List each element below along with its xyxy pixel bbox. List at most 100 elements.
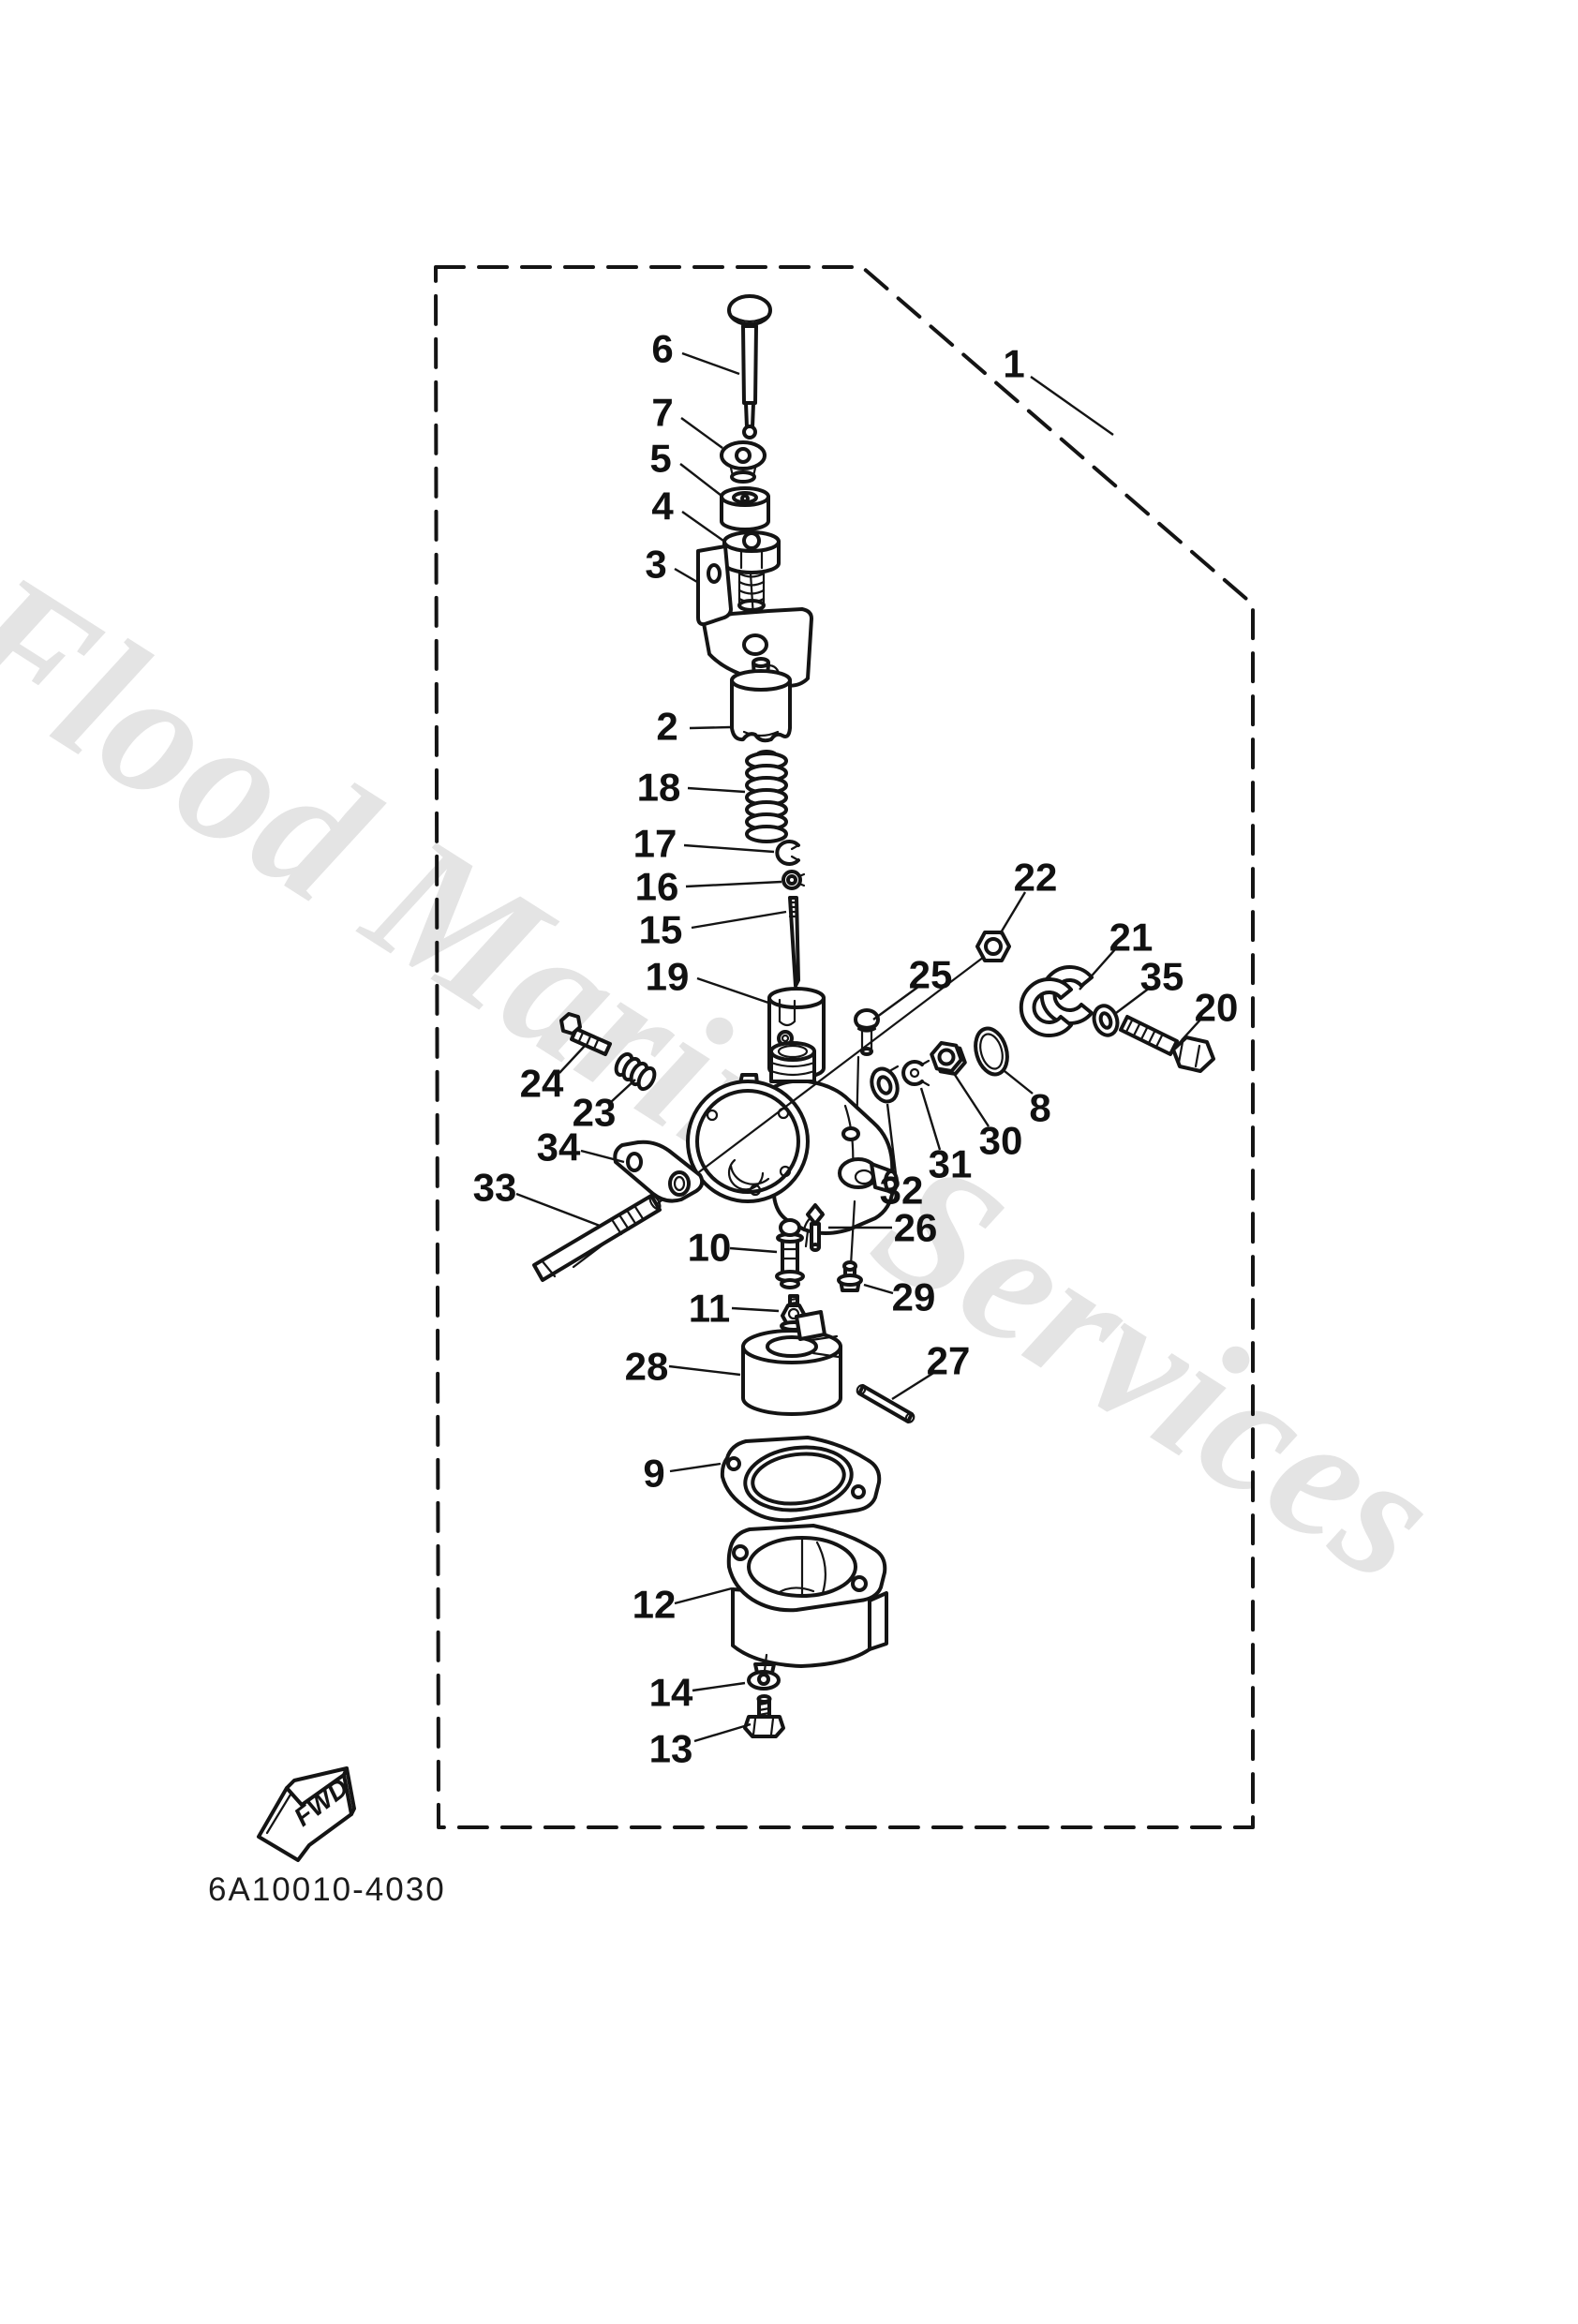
callout-number-10: 10 bbox=[688, 1226, 732, 1270]
callout-leader-22 bbox=[998, 891, 1027, 935]
callout-number-12: 12 bbox=[633, 1583, 677, 1627]
callout-number-15: 15 bbox=[639, 908, 683, 952]
callout-number-29: 29 bbox=[892, 1275, 936, 1319]
part-6-starter-rod bbox=[727, 294, 772, 439]
callout-number-14: 14 bbox=[649, 1671, 693, 1715]
callout-leader-5 bbox=[679, 463, 722, 497]
part-20-bolt bbox=[1119, 1015, 1215, 1073]
callout-number-22: 22 bbox=[1014, 856, 1058, 900]
callout-number-2: 2 bbox=[656, 705, 677, 749]
callout-number-11: 11 bbox=[689, 1287, 730, 1331]
part-9-gasket bbox=[720, 1436, 882, 1523]
callout-leader-9 bbox=[669, 1462, 722, 1473]
callout-leader-32 bbox=[886, 1103, 898, 1175]
fwd-arrow: FWD bbox=[257, 1766, 356, 1862]
part-24-bolt bbox=[559, 1012, 612, 1056]
callout-number-27: 27 bbox=[927, 1339, 971, 1383]
callout-leader-28 bbox=[668, 1364, 741, 1377]
callout-number-18: 18 bbox=[637, 766, 681, 810]
callout-leader-13 bbox=[693, 1722, 752, 1743]
callout-number-33: 33 bbox=[473, 1166, 517, 1210]
part-15-jet-needle bbox=[788, 896, 800, 988]
callout-leader-2 bbox=[689, 725, 731, 730]
part-18-spring bbox=[745, 750, 788, 843]
part-2-plunger-cap bbox=[730, 657, 792, 743]
part-body-carburetor bbox=[686, 1041, 899, 1248]
part-29-plug bbox=[837, 1260, 863, 1292]
part-16-e-clip bbox=[782, 870, 806, 890]
callout-number-17: 17 bbox=[633, 822, 677, 866]
part-23-spring bbox=[614, 1051, 657, 1092]
part-21-clamp bbox=[1019, 965, 1094, 1037]
callout-number-8: 8 bbox=[1029, 1086, 1050, 1130]
callout-leader-19 bbox=[696, 976, 769, 1005]
callout-number-32: 32 bbox=[880, 1169, 924, 1213]
part-8-seal-ring bbox=[974, 1026, 1009, 1077]
callout-number-19: 19 bbox=[646, 955, 690, 999]
callout-leader-10 bbox=[729, 1246, 778, 1254]
callout-leader-20 bbox=[1181, 1017, 1203, 1041]
callout-leader-23 bbox=[610, 1079, 636, 1103]
callout-leader-34 bbox=[580, 1149, 625, 1164]
callout-number-21: 21 bbox=[1109, 916, 1154, 960]
callout-leader-1 bbox=[1030, 376, 1114, 436]
callout-leader-35 bbox=[1115, 987, 1151, 1014]
callout-leader-8 bbox=[1004, 1070, 1034, 1095]
part-3-bracket bbox=[696, 544, 813, 688]
callout-leader-33 bbox=[515, 1192, 601, 1228]
part-27-float-pin bbox=[856, 1384, 916, 1423]
part-22-nut bbox=[975, 931, 1011, 962]
callout-leader-30 bbox=[953, 1074, 990, 1127]
callout-number-35: 35 bbox=[1140, 955, 1184, 999]
callout-layer: 1234567891011121314151617181920212223242… bbox=[473, 327, 1239, 1771]
callout-number-6: 6 bbox=[651, 327, 673, 371]
callout-number-3: 3 bbox=[645, 543, 666, 587]
callout-leader-31 bbox=[919, 1087, 942, 1151]
part-17-clip bbox=[775, 840, 800, 866]
callout-number-28: 28 bbox=[625, 1345, 669, 1389]
callout-number-34: 34 bbox=[537, 1125, 581, 1169]
drawing-code: 6A10010-4030 bbox=[208, 1871, 446, 1908]
callout-number-23: 23 bbox=[573, 1091, 617, 1135]
callout-number-24: 24 bbox=[520, 1062, 564, 1106]
callout-leader-11 bbox=[731, 1306, 780, 1313]
callout-leader-4 bbox=[681, 511, 724, 542]
callout-number-25: 25 bbox=[909, 953, 953, 997]
part-33-shaft bbox=[532, 1194, 662, 1282]
callout-number-13: 13 bbox=[649, 1727, 693, 1771]
callout-number-31: 31 bbox=[929, 1142, 973, 1186]
callout-number-1: 1 bbox=[1003, 342, 1024, 386]
callout-leader-15 bbox=[691, 910, 787, 930]
callout-leader-29 bbox=[863, 1283, 894, 1295]
callout-leader-16 bbox=[685, 880, 782, 888]
callout-leader-12 bbox=[674, 1587, 733, 1605]
part-28-float bbox=[741, 1310, 842, 1416]
part-5-adjuster bbox=[720, 486, 770, 531]
part-26-needle-valve bbox=[806, 1199, 856, 1267]
callout-leader-27 bbox=[891, 1370, 936, 1401]
callout-number-9: 9 bbox=[643, 1452, 664, 1496]
callout-leader-24 bbox=[558, 1044, 587, 1074]
part-10-main-jet bbox=[775, 1218, 805, 1289]
part-12-float-bowl bbox=[726, 1524, 888, 1675]
callout-number-4: 4 bbox=[651, 484, 674, 529]
callout-leader-18 bbox=[687, 786, 746, 794]
callout-number-30: 30 bbox=[979, 1119, 1023, 1163]
part-35-washer bbox=[1092, 1004, 1120, 1037]
part-31-e-ring bbox=[901, 1059, 930, 1087]
callout-leader-3 bbox=[674, 567, 698, 584]
part-30-nut bbox=[930, 1041, 967, 1076]
callout-number-5: 5 bbox=[649, 437, 671, 481]
callout-leader-17 bbox=[683, 843, 775, 854]
part-13-drain-bolt bbox=[743, 1694, 785, 1738]
callout-leader-6 bbox=[681, 351, 740, 376]
callout-number-26: 26 bbox=[894, 1206, 938, 1250]
part-14-washer bbox=[747, 1653, 781, 1691]
part-7-cap bbox=[720, 440, 767, 484]
callout-leader-14 bbox=[692, 1681, 746, 1692]
callout-leader-7 bbox=[680, 417, 723, 449]
part-32-lock-washer bbox=[870, 1065, 900, 1104]
callout-number-16: 16 bbox=[635, 865, 679, 909]
